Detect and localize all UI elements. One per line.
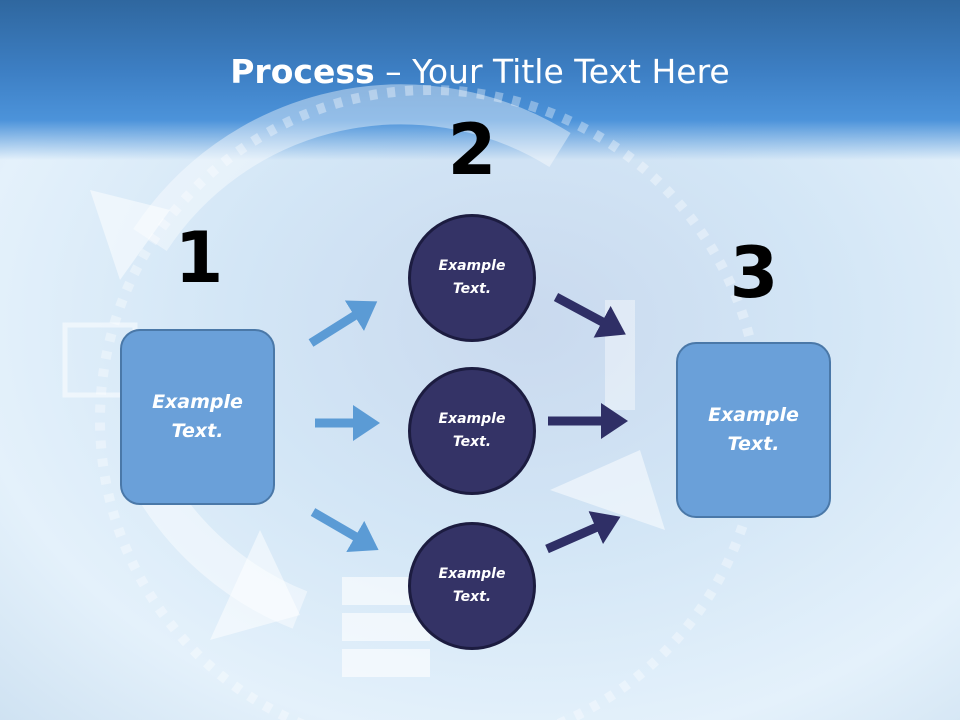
step-number-1: 1 bbox=[174, 217, 224, 299]
title-band bbox=[0, 0, 960, 160]
step-1-text-line1: Example bbox=[152, 391, 243, 413]
step-1-text-line2: Text. bbox=[171, 420, 224, 442]
circle-middle-line1: Example bbox=[438, 411, 506, 427]
arrow-1-to-circle-bottom bbox=[310, 508, 379, 553]
circle-middle-line2: Text. bbox=[452, 434, 492, 450]
step-number-2: 2 bbox=[447, 109, 497, 191]
title-bold: Process bbox=[230, 52, 375, 91]
circle-top-line2: Text. bbox=[452, 281, 492, 297]
arrow-1-to-circle-top bbox=[308, 300, 378, 347]
slide-title: Process – Your Title Text Here bbox=[0, 52, 960, 91]
title-rest: – Your Title Text Here bbox=[374, 52, 730, 91]
arrow-circle-top-to-3 bbox=[553, 293, 626, 338]
circle-bottom-line1: Example bbox=[438, 566, 506, 582]
circle-bottom-line2: Text. bbox=[452, 589, 492, 605]
step-number-3: 3 bbox=[729, 232, 779, 314]
circle-top-line1: Example bbox=[438, 258, 506, 274]
step-3-text-line1: Example bbox=[708, 404, 799, 426]
arrow-circle-bottom-to-3 bbox=[545, 511, 621, 554]
step-3-text-line2: Text. bbox=[727, 433, 780, 455]
